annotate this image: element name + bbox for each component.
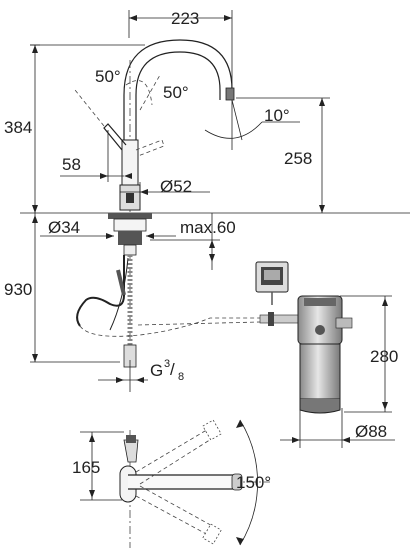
faucet-body	[74, 39, 235, 360]
filter-cartridge	[259, 295, 353, 414]
aerator-angle-dimension: 10°	[204, 99, 300, 150]
thread-denominator: 8	[178, 371, 184, 383]
plan-depth-dimension: 165	[72, 431, 124, 501]
height-dimension: 384	[4, 44, 145, 213]
spout-angle-right-label: 50°	[163, 83, 189, 102]
control-unit	[255, 261, 289, 305]
filter-diameter-label: Ø88	[355, 422, 387, 441]
handle-offset-label: 58	[62, 155, 81, 174]
spout-height-label: 258	[284, 149, 312, 168]
thread-numerator: 3	[164, 358, 170, 370]
spout-angle-left-label: 50°	[95, 67, 121, 86]
filter-diameter-dimension: Ø88	[280, 408, 395, 448]
swivel-angle-label: 150°	[236, 473, 271, 492]
handle-offset-dimension: 58	[60, 130, 132, 182]
hose-assembly	[76, 255, 262, 392]
base-diameter-dimension: Ø52	[120, 177, 210, 202]
thread-dimension: G 3 / 8	[98, 358, 184, 383]
hole-diameter-label: Ø34	[48, 218, 80, 237]
thread-slash: /	[170, 360, 175, 379]
plan-depth-label: 165	[72, 458, 100, 477]
max-thickness-label: max.60	[180, 218, 236, 237]
mounting-shank: Ø34	[40, 213, 176, 256]
filter-height-dimension: 280	[340, 295, 398, 413]
aerator-angle-label: 10°	[264, 106, 290, 125]
thread-label: G	[150, 361, 163, 380]
plan-view	[119, 419, 270, 548]
spout-height-dimension: 258	[236, 97, 330, 213]
width-dimension: 223	[128, 9, 233, 98]
max-thickness-dimension: max.60	[150, 213, 236, 270]
height-label: 384	[4, 118, 32, 137]
hose-length-dimension: 930	[4, 213, 120, 363]
base-diameter-label: Ø52	[160, 177, 192, 196]
width-label: 223	[171, 9, 199, 28]
filter-height-label: 280	[370, 347, 398, 366]
hose-length-label: 930	[4, 280, 32, 299]
